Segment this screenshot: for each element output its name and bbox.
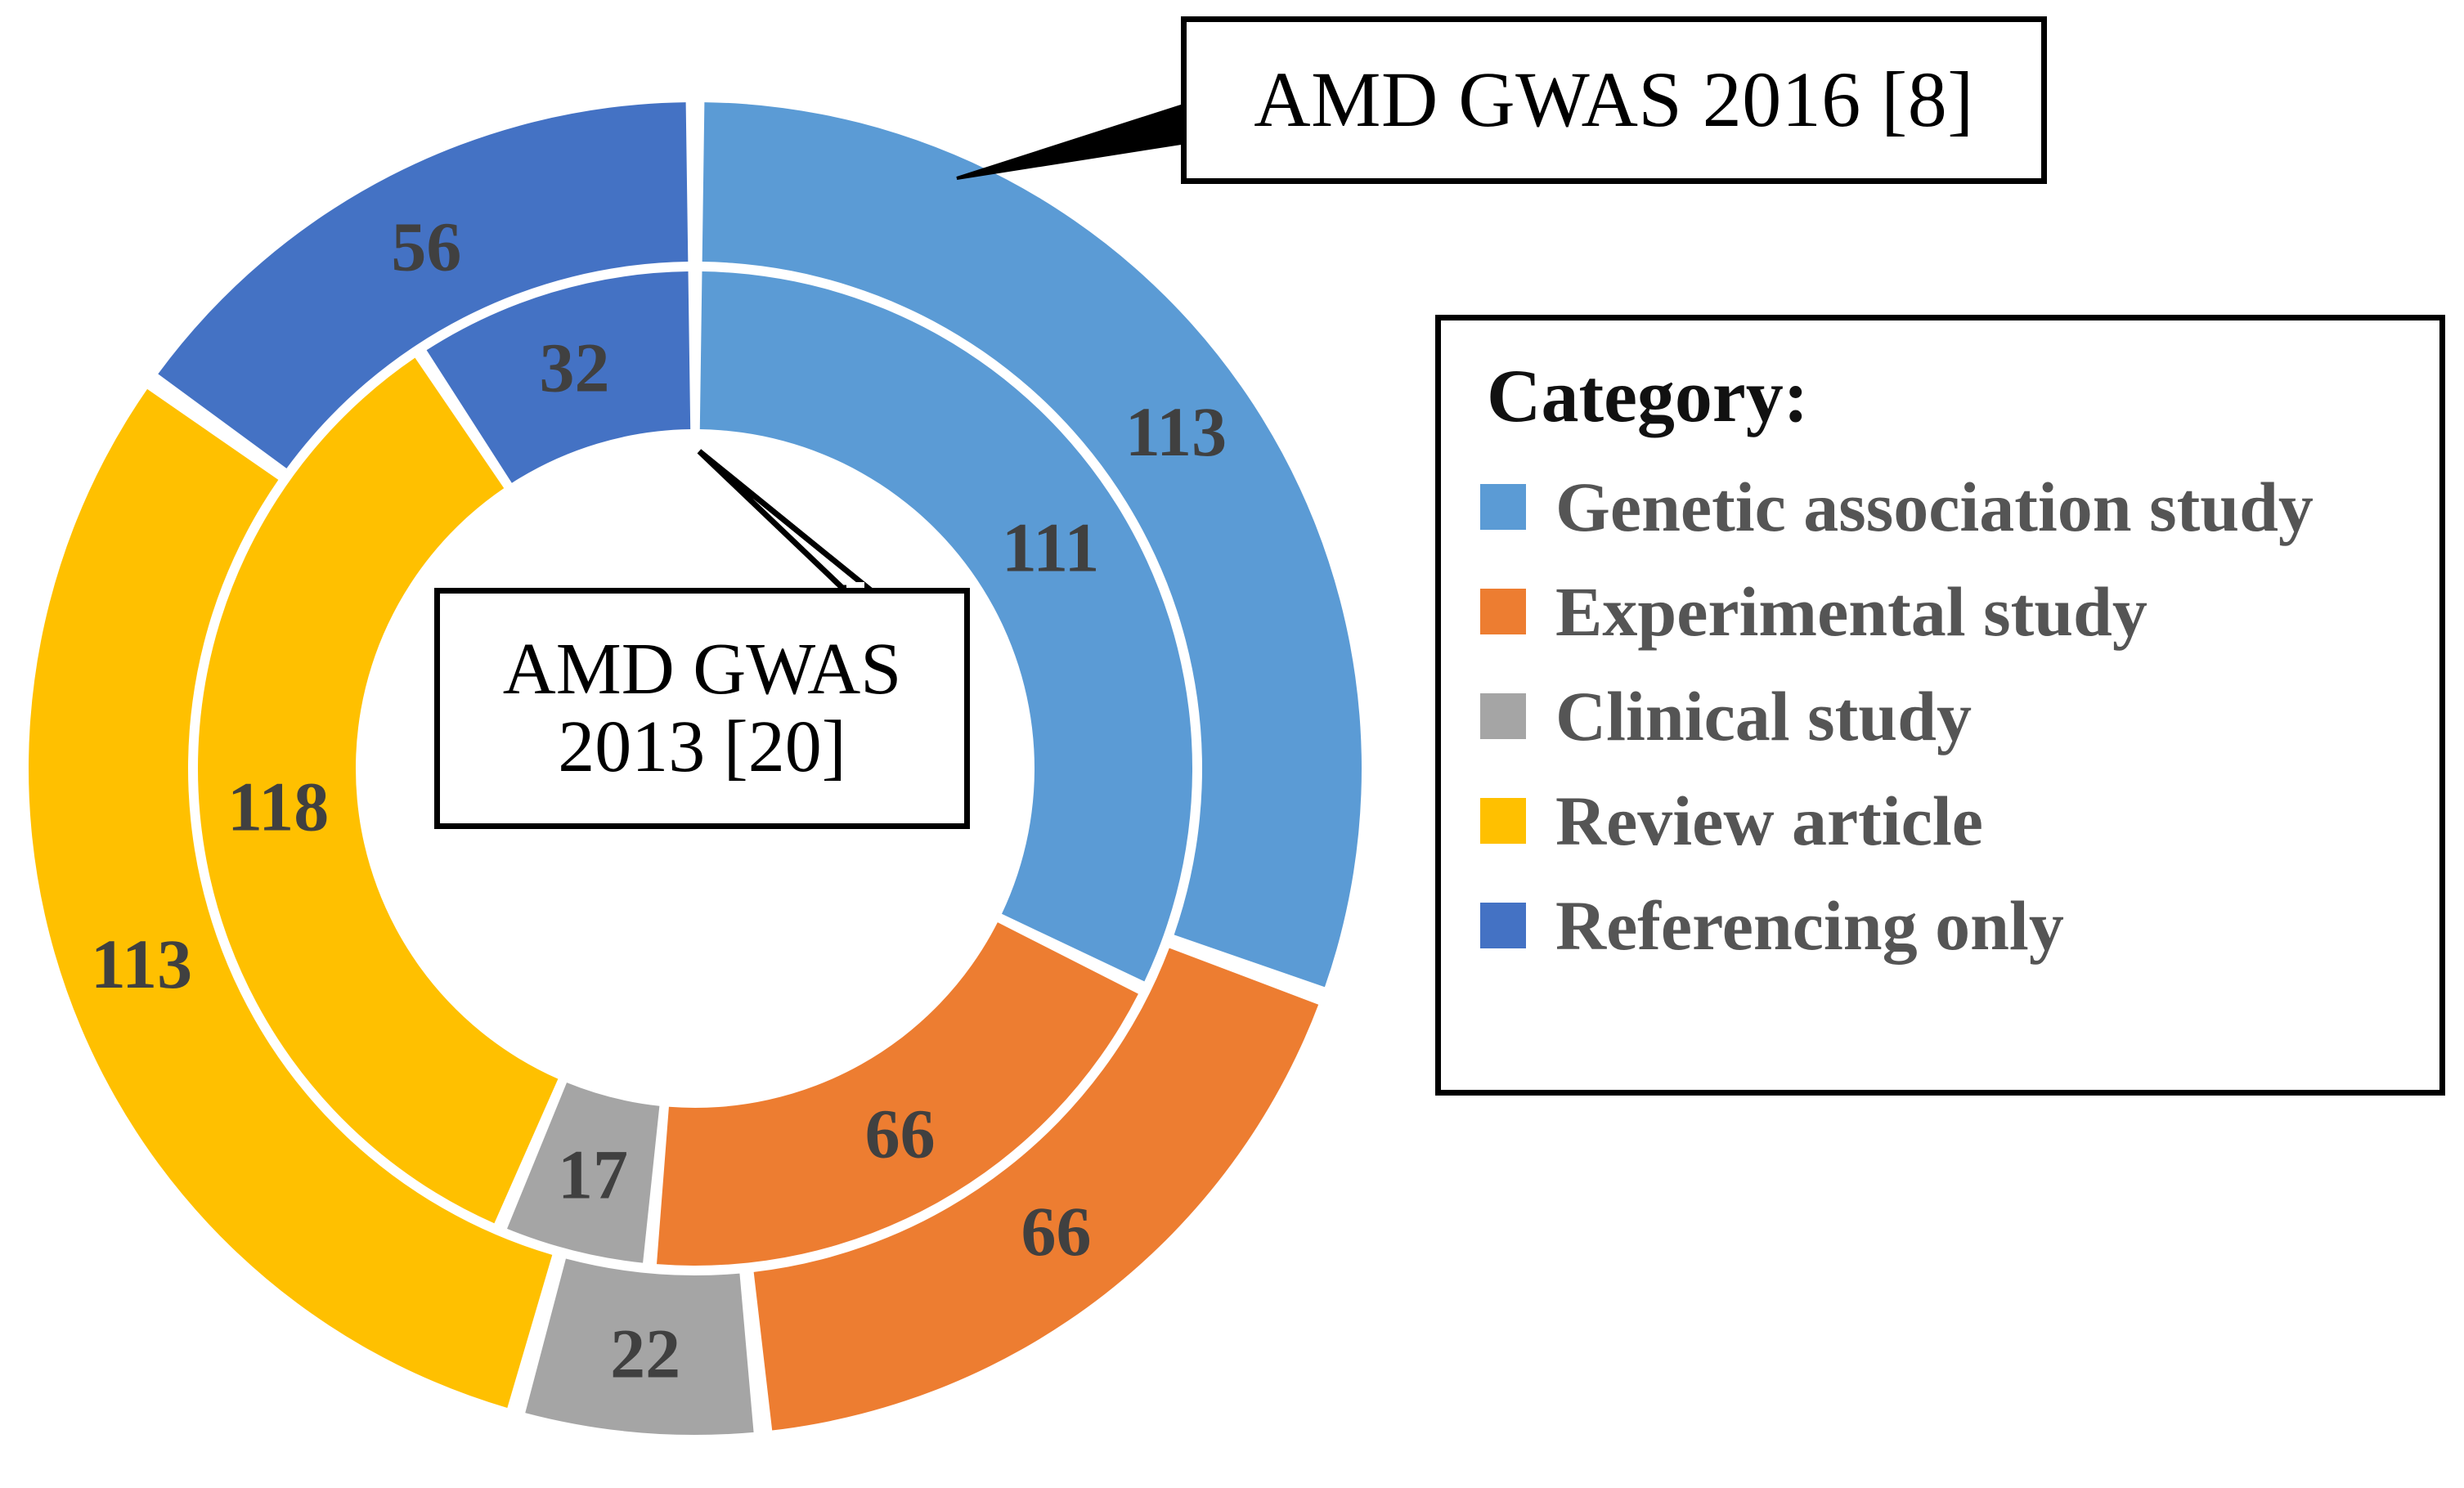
donut-slice-value-label: 22 xyxy=(610,1314,680,1392)
legend-swatch-icon xyxy=(1480,589,1526,634)
nested-donut-chart: 113 66 22 113 56 111 66 17 118 32 xyxy=(29,102,1362,1435)
donut-slice[interactable] xyxy=(525,1258,754,1435)
donut-slice[interactable] xyxy=(198,357,559,1224)
donut-slice-value-label: 17 xyxy=(558,1136,628,1214)
legend-item[interactable]: Genetic association study xyxy=(1480,455,2439,559)
donut-slice[interactable] xyxy=(657,922,1138,1266)
legend-title: Category: xyxy=(1487,354,1809,437)
legend-swatch-icon xyxy=(1480,798,1526,844)
donut-slice[interactable] xyxy=(426,271,691,483)
donut-slice-value-label: 56 xyxy=(391,208,461,286)
donut-slice-value-label: 118 xyxy=(227,768,329,846)
donut-slice[interactable] xyxy=(699,271,1192,982)
legend-item-label: Genetic association study xyxy=(1555,468,2314,546)
legend-item-label: Review article xyxy=(1555,782,1983,860)
donut-slice[interactable] xyxy=(158,102,689,468)
inner-ring-amd-gwas-2013 xyxy=(198,271,1192,1266)
callout-amd-gwas-2016: AMD GWAS 2016 [8] xyxy=(1181,16,2047,184)
legend-item[interactable]: Referencing only xyxy=(1480,873,2439,978)
callout-amd-gwas-2013: AMD GWAS 2013 [20] xyxy=(434,588,970,829)
donut-slice-value-label: 113 xyxy=(91,925,192,1003)
donut-slice[interactable] xyxy=(753,948,1319,1431)
legend-swatch-icon xyxy=(1480,484,1526,530)
donut-slice[interactable] xyxy=(29,388,553,1408)
donut-slice-value-label: 32 xyxy=(539,329,609,407)
outer-ring-amd-gwas-2016 xyxy=(29,102,1362,1435)
donut-slice-value-label: 111 xyxy=(1002,508,1100,586)
outer-ring-value-labels: 113 66 22 113 56 xyxy=(91,208,1227,1393)
donut-slice[interactable] xyxy=(507,1082,660,1263)
legend-item[interactable]: Review article xyxy=(1480,769,2439,873)
callout-amd-gwas-2016-text: AMD GWAS 2016 [8] xyxy=(1254,56,1974,144)
callout-amd-gwas-2013-text: AMD GWAS 2013 [20] xyxy=(502,629,902,787)
legend-item-label: Referencing only xyxy=(1555,886,2064,965)
legend-item-label: Experimental study xyxy=(1555,572,2148,651)
inner-ring-value-labels: 111 66 17 118 32 xyxy=(227,329,1099,1214)
donut-slice-value-label: 66 xyxy=(1021,1192,1092,1271)
legend-swatch-icon xyxy=(1480,693,1526,739)
donut-slice[interactable] xyxy=(702,102,1362,988)
donut-slice-value-label: 113 xyxy=(1125,392,1227,471)
legend-item[interactable]: Clinical study xyxy=(1480,664,2439,769)
legend-swatch-icon xyxy=(1480,903,1526,948)
legend-item-label: Clinical study xyxy=(1555,677,1972,755)
donut-slice-value-label: 66 xyxy=(865,1094,936,1172)
legend-item[interactable]: Experimental study xyxy=(1480,559,2439,664)
